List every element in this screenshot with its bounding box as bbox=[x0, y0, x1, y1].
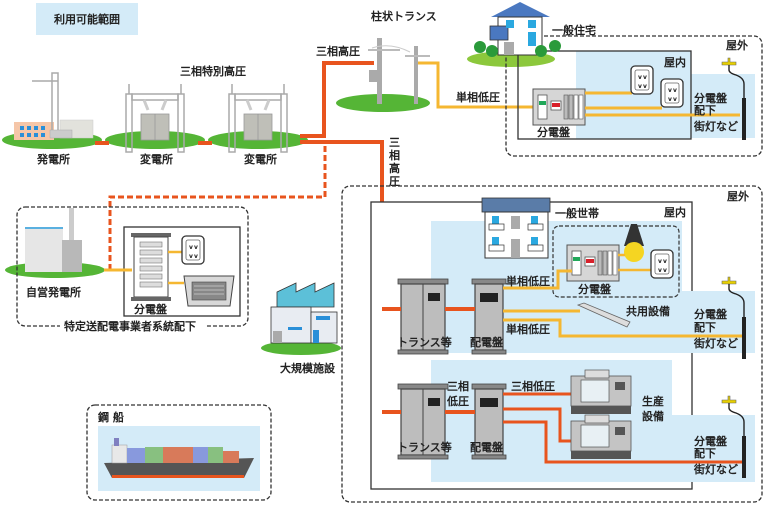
production-label: 生産 設備 bbox=[642, 394, 664, 423]
link-plant-sub1 bbox=[95, 141, 109, 145]
extra-high-voltage-label: 三相特別高圧 bbox=[180, 64, 246, 78]
self-outlet bbox=[181, 235, 205, 265]
svg-text:街灯など: 街灯など bbox=[693, 462, 738, 476]
svg-text:三相: 三相 bbox=[447, 379, 469, 393]
facility-outdoor-label: 屋外 bbox=[727, 189, 749, 203]
power-plant-icon bbox=[14, 72, 94, 140]
container-ship-icon bbox=[104, 438, 254, 478]
switchboard-2-label: 配電盤 bbox=[470, 440, 504, 454]
vertical-line-label: 三 相 高 圧 bbox=[389, 136, 400, 188]
self-distribution-panel-icon bbox=[131, 233, 171, 301]
household-outlet bbox=[650, 249, 674, 279]
single-phase-line-house bbox=[418, 61, 540, 109]
household-breaker-panel bbox=[566, 244, 620, 282]
pole-line-out-label: 単相低圧 bbox=[456, 90, 500, 104]
house-outlet-2 bbox=[660, 78, 684, 108]
transformer-2-label: トランス等 bbox=[397, 440, 452, 454]
svg-text:配下: 配下 bbox=[694, 103, 716, 117]
house-wiring bbox=[585, 91, 740, 117]
line-to-pole bbox=[300, 61, 374, 138]
ship-boundary bbox=[86, 404, 272, 501]
substation-1-label: 変電所 bbox=[140, 152, 173, 166]
single-phase-1-label: 単相低圧 bbox=[506, 274, 550, 288]
house-indoor-frame bbox=[517, 50, 692, 140]
common-equipment-label: 共用設備 bbox=[626, 304, 670, 318]
svg-text:街灯など: 街灯など bbox=[693, 336, 738, 350]
power-plant-label: 発電所 bbox=[36, 152, 70, 166]
ground-facility bbox=[261, 341, 341, 355]
house-boundary bbox=[505, 35, 763, 157]
svg-text:高: 高 bbox=[389, 161, 400, 175]
svg-text:分電盤: 分電盤 bbox=[694, 434, 728, 448]
household-panel-label: 分電盤 bbox=[578, 282, 612, 296]
house-indoor-label: 屋内 bbox=[664, 55, 686, 69]
three-phase-low-b-label: 三相低圧 bbox=[511, 379, 555, 393]
self-boundary-label-bg bbox=[60, 318, 206, 332]
svg-text:生産: 生産 bbox=[642, 394, 664, 408]
production-machine-1-icon bbox=[570, 369, 632, 415]
svg-text:配下: 配下 bbox=[694, 320, 716, 334]
svg-text:低圧: 低圧 bbox=[446, 394, 469, 408]
svg-text:配下: 配下 bbox=[694, 446, 716, 460]
svg-text:分電盤: 分電盤 bbox=[694, 91, 728, 105]
self-power-plant-icon bbox=[25, 208, 82, 272]
ground-pole bbox=[336, 94, 430, 112]
svg-text:相: 相 bbox=[389, 148, 400, 162]
house-streetlight-label: 分電盤 配下 街灯など bbox=[693, 91, 738, 133]
link-sub1-sub2 bbox=[198, 141, 212, 145]
svg-text:分電盤: 分電盤 bbox=[694, 307, 728, 321]
large-facility-label: 大規模施設 bbox=[280, 361, 336, 375]
production-machine-2-icon bbox=[570, 414, 632, 460]
legend-label: 利用可能範囲 bbox=[54, 13, 120, 26]
facility-streetlight-2-label: 分電盤 配下 街灯など bbox=[693, 434, 738, 476]
house-title: 一般住宅 bbox=[552, 23, 596, 37]
lower-three-phase-lines bbox=[503, 392, 743, 464]
factory-icon bbox=[270, 282, 338, 344]
self-panel-label: 分電盤 bbox=[134, 302, 168, 316]
facility-lower-gap bbox=[672, 360, 682, 415]
substation-2-label: 変電所 bbox=[244, 152, 277, 166]
house-outdoor-label: 屋外 bbox=[726, 38, 748, 52]
pole-line-in-label: 三相高圧 bbox=[316, 44, 360, 58]
self-generation-boundary-label: 特定送配電事業者系統配下 bbox=[64, 319, 196, 333]
ship-label: 鋼 船 bbox=[97, 410, 124, 424]
pole-transformer-icon bbox=[368, 38, 430, 104]
household-label: 一般世帯 bbox=[555, 206, 599, 220]
svg-text:三: 三 bbox=[389, 136, 400, 149]
house-outlet-1 bbox=[630, 65, 654, 95]
line-dashed-self bbox=[108, 146, 327, 270]
upper-single-phase-lines bbox=[503, 269, 743, 338]
apartment-icon bbox=[481, 197, 551, 259]
light-bulb-icon bbox=[624, 224, 644, 262]
self-power-plant-label: 自営発電所 bbox=[26, 285, 81, 299]
facility-indoor-label: 屋内 bbox=[664, 205, 686, 219]
house-breaker-panel bbox=[532, 88, 586, 126]
air-conditioner-icon bbox=[183, 275, 235, 307]
three-phase-low-a-label: 三相 低圧 bbox=[446, 379, 469, 408]
switchboard-1-label: 配電盤 bbox=[470, 335, 504, 349]
single-phase-2-label: 単相低圧 bbox=[506, 322, 550, 336]
common-fluorescent-light-icon bbox=[576, 302, 631, 328]
house-panel-label: 分電盤 bbox=[537, 125, 571, 139]
household-panel-boundary bbox=[552, 225, 680, 298]
transformer-1-label: トランス等 bbox=[397, 335, 452, 349]
pole-transformer-label: 柱状トランス bbox=[371, 9, 437, 23]
svg-text:圧: 圧 bbox=[389, 175, 400, 188]
facility-boundary bbox=[341, 185, 763, 503]
legend-available-range: 利用可能範囲 bbox=[36, 3, 138, 35]
svg-text:設備: 設備 bbox=[642, 409, 664, 423]
svg-text:街灯など: 街灯など bbox=[693, 119, 738, 133]
house-icon bbox=[474, 2, 561, 57]
facility-streetlight-1-label: 分電盤 配下 街灯など bbox=[693, 307, 738, 350]
